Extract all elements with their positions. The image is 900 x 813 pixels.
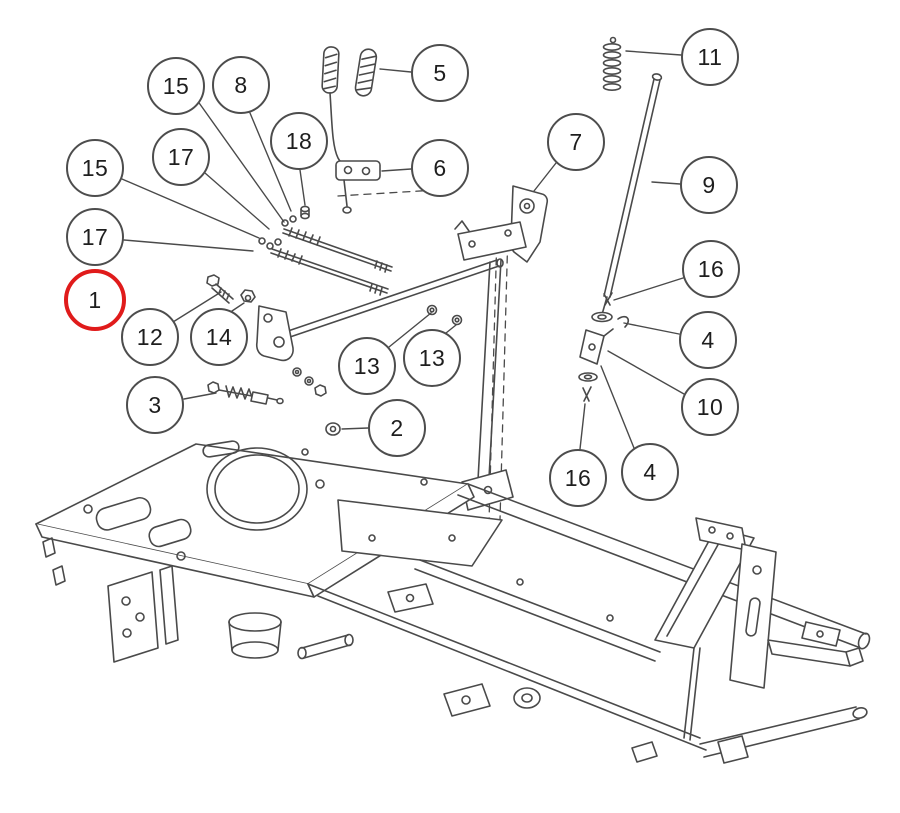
callout-3[interactable]: 3 [126,376,184,434]
callout-17-upper[interactable]: 17 [152,128,210,186]
callout-label: 9 [702,171,716,198]
callout-label: 17 [167,143,195,170]
callout-5[interactable]: 5 [411,44,469,102]
callout-18[interactable]: 18 [270,112,328,170]
callout-11[interactable]: 11 [681,28,739,86]
callout-label: 14 [205,323,233,350]
callout-7[interactable]: 7 [547,113,605,171]
shift-lever-assembly [321,46,381,214]
callout-13-left[interactable]: 13 [338,337,396,395]
frame-weldment [35,440,871,764]
callout-13-right[interactable]: 13 [403,329,461,387]
bellcrank-link-rod [255,258,504,397]
spring-rod-part3 [207,381,284,405]
callout-4-upper[interactable]: 4 [679,311,737,369]
callout-label: 8 [234,71,248,98]
callout-label: 7 [569,128,583,155]
callout-17-left[interactable]: 17 [66,208,124,266]
callout-8[interactable]: 8 [212,56,270,114]
callout-label: 15 [162,72,190,99]
callout-label: 6 [433,154,447,181]
callout-label: 18 [285,127,313,154]
callout-14[interactable]: 14 [190,308,248,366]
callout-label: 3 [148,391,162,418]
callout-label: 1 [88,286,102,313]
bolt-part12 [206,274,234,304]
dashed-guides [337,189,509,523]
bracket-part7 [454,185,549,511]
callout-12[interactable]: 12 [121,308,179,366]
small-fasteners-cluster [258,205,310,250]
callout-2[interactable]: 2 [368,399,426,457]
callout-15-left[interactable]: 15 [66,139,124,197]
lower-linkage [578,292,630,402]
callout-16-lower[interactable]: 16 [549,449,607,507]
callout-4-lower[interactable]: 4 [621,443,679,501]
callout-16-upper[interactable]: 16 [682,240,740,298]
nut-part14 [240,289,256,303]
control-rods [270,227,393,296]
callout-label: 17 [81,223,109,250]
leader-lines [121,50,685,450]
callout-6[interactable]: 6 [411,139,469,197]
callout-1-highlighted[interactable]: 1 [64,269,126,331]
callout-label: 13 [418,344,446,371]
callout-label: 4 [701,326,715,353]
bolts-part13 [426,304,463,326]
callout-10[interactable]: 10 [681,378,739,436]
callout-label: 11 [697,43,723,70]
rod-part9 [600,73,663,319]
callout-label: 15 [81,154,109,181]
callout-label: 16 [564,464,592,491]
callout-9[interactable]: 9 [680,156,738,214]
callout-label: 2 [390,414,404,441]
handle-grip-part5 [354,48,378,97]
spring-part11 [602,36,622,92]
callout-15-top[interactable]: 15 [147,57,205,115]
callout-label: 4 [643,458,657,485]
callout-label: 5 [433,59,447,86]
callout-label: 12 [136,323,164,350]
callout-label: 10 [696,393,724,420]
washer-part2 [325,422,341,436]
callout-label: 13 [353,352,381,379]
callout-label: 16 [697,255,725,282]
